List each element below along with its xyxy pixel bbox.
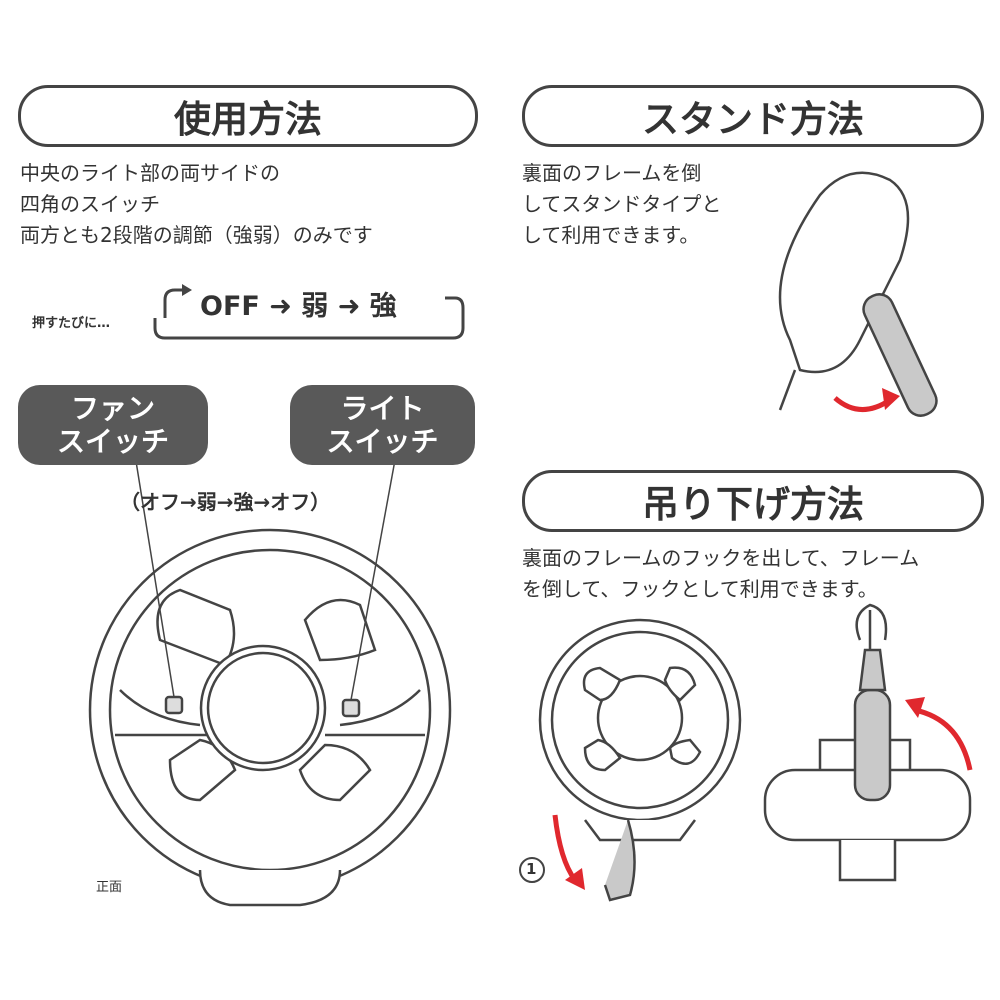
cycle-strong: 強 bbox=[369, 291, 397, 322]
fan-switch-button bbox=[164, 695, 184, 715]
fan-cycle-text: （オフ→弱→強→オフ） bbox=[120, 490, 331, 514]
stand-illustration bbox=[778, 171, 938, 417]
hang-step-arrow bbox=[519, 814, 585, 890]
stand-rotate-arrow bbox=[833, 396, 892, 412]
front-fan-illustration bbox=[88, 454, 452, 907]
fan-switch-line: ファン bbox=[70, 392, 155, 425]
light-switch-line: ライト bbox=[340, 392, 425, 425]
light-switch-badge: ライト スイッチ bbox=[290, 385, 475, 465]
hang-side-fan bbox=[763, 603, 972, 882]
hang-back-fan bbox=[538, 618, 742, 902]
hang-header: 吊り下げ方法 bbox=[522, 470, 984, 532]
front-label: 正面 bbox=[96, 880, 123, 895]
fan-switch-badge: ファン スイッチ bbox=[18, 385, 208, 465]
light-switch-button bbox=[341, 698, 361, 718]
stand-line: 裏面のフレームを倒 bbox=[522, 161, 702, 185]
stand-line: してスタンドタイプと bbox=[522, 192, 722, 216]
stand-description: 裏面のフレームを倒 してスタンドタイプと して利用できます。 bbox=[522, 158, 721, 251]
usage-header: 使用方法 bbox=[18, 85, 478, 147]
usage-description: 中央のライト部の両サイドの 四角のスイッチ 両方とも2段階の調節（強弱）のみです bbox=[20, 158, 373, 251]
light-switch-line: スイッチ bbox=[326, 425, 439, 458]
cycle-weak: 弱 bbox=[301, 291, 329, 322]
stand-arrow-head bbox=[882, 388, 900, 410]
cycle-off: OFF bbox=[200, 291, 260, 322]
press-label: 押すたびに… bbox=[32, 316, 111, 331]
cycle-loop-arrow bbox=[153, 284, 465, 340]
hang-line: を倒して、フックとして利用できます。 bbox=[522, 577, 878, 601]
step-number: 1 bbox=[526, 860, 537, 878]
stand-line: して利用できます。 bbox=[522, 223, 700, 247]
usage-line: 中央のライト部の両サイドの bbox=[20, 161, 280, 185]
fan-switch-line: スイッチ bbox=[56, 425, 169, 458]
usage-title: 使用方法 bbox=[174, 98, 322, 141]
arrow-icon: ➜ bbox=[337, 291, 370, 322]
stand-header: スタンド方法 bbox=[522, 85, 984, 147]
hang-line: 裏面のフレームのフックを出して、フレーム bbox=[522, 546, 920, 570]
usage-line: 四角のスイッチ bbox=[20, 192, 160, 216]
hang-title: 吊り下げ方法 bbox=[642, 483, 864, 526]
hang-description: 裏面のフレームのフックを出して、フレーム を倒して、フックとして利用できます。 bbox=[522, 543, 919, 605]
cycle-sequence: OFF ➜ 弱 ➜ 強 bbox=[200, 284, 397, 323]
stand-title: スタンド方法 bbox=[642, 98, 864, 141]
hang-rotate-arrow bbox=[905, 697, 973, 771]
arrow-icon: ➜ bbox=[269, 291, 302, 322]
fan-blades bbox=[115, 588, 425, 802]
usage-line: 両方とも2段階の調節（強弱）のみです bbox=[20, 223, 373, 247]
